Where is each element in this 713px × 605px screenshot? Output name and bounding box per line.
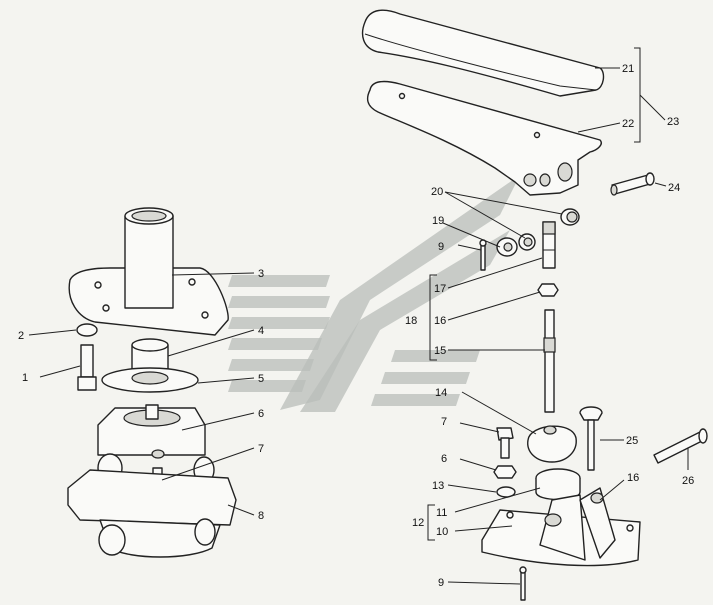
callout-1: 1 [22,372,28,384]
callout-6-left: 6 [258,408,264,420]
callout-9-lower: 9 [438,577,444,589]
nut-16-upper-part [537,283,559,297]
washer-13-part [496,486,516,498]
fork-17-part [542,221,556,269]
leader-lines [28,47,689,585]
cotter-pin-9-lower-part [519,566,527,601]
pedal-pin-24-part [610,172,655,196]
cotter-pin-9-upper-part [479,239,487,271]
nut-6-right-part [493,465,517,479]
callout-22: 22 [622,118,634,130]
callout-18: 18 [405,315,417,327]
callout-3: 3 [258,268,264,280]
boot-14-part [527,425,577,463]
callout-15: 15 [434,345,446,357]
bolt-25-part [579,406,603,471]
bracket-10-part [481,487,641,567]
pushrod-15-part [543,309,556,413]
bolt-7-right-part [496,427,514,459]
washer-2-part [76,323,98,337]
bolt-1-part [77,344,97,391]
callout-24: 24 [668,182,680,194]
callout-9-upper: 9 [438,241,444,253]
callout-8: 8 [258,510,264,522]
pedal-pad-part [361,9,605,97]
watermark-logo-icon [228,175,520,412]
flange-cylinder-3-part [68,207,229,336]
callout-12: 12 [412,517,424,529]
callout-labels: 1 2 3 4 5 6 7 8 9 9 10 11 12 13 14 15 16… [18,63,694,589]
callout-13: 13 [432,480,444,492]
valve-body-8-part [67,469,237,558]
callout-10: 10 [436,526,448,538]
pedal-lever-part [366,80,602,196]
callout-11: 11 [436,507,447,519]
bushing-11-part [535,468,581,501]
bushing-20-part [518,208,580,251]
callout-17: 17 [434,283,446,295]
callout-16-upper: 16 [434,315,446,327]
callout-6-right: 6 [441,453,447,465]
callout-14: 14 [435,387,447,399]
callout-16-lower: 16 [627,472,639,484]
callout-7-left: 7 [258,443,264,455]
callout-25: 25 [626,435,638,447]
callout-4: 4 [258,325,264,337]
callout-2: 2 [18,330,24,342]
callout-23: 23 [667,116,679,128]
callout-7-right: 7 [441,416,447,428]
callout-26: 26 [682,475,694,487]
callout-20: 20 [431,186,443,198]
callout-21: 21 [622,63,634,75]
pin-26-part [653,428,708,464]
callout-5: 5 [258,373,264,385]
callout-19: 19 [432,215,444,227]
